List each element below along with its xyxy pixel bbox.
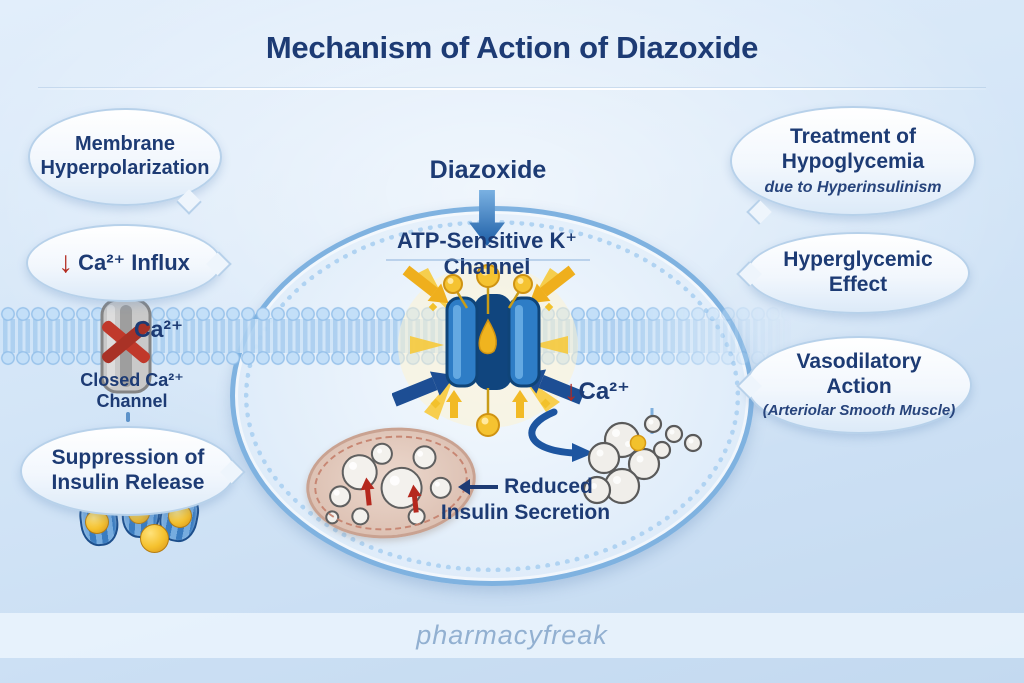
bubble-tail [746,199,772,225]
watermark-band: pharmacyfreak [0,613,1024,658]
bubble-tail [736,261,762,287]
bubble-sublabel: (Arteriolar Smooth Muscle) [762,401,956,419]
bubble-sublabel: due to Hyperinsulinism [764,178,942,196]
diazoxide-label: Diazoxide [429,156,547,184]
bubble-tail [176,189,202,215]
drug-inhibit-arrows-gold [402,265,576,304]
label-line-1: Reduced [504,475,593,498]
bubble-hyperglycemic-effect: Hyperglycemic Effect [736,232,970,314]
lipid-head-row-top [0,306,800,322]
katp-channel-label: ATP-Sensitive K⁺ Channel [397,228,577,279]
mini-up-arrow-icons [360,477,422,513]
closed-calcium-channel-icon [100,298,152,394]
left-arrow-icon [458,479,499,496]
label-underline [386,259,590,261]
ion-label: Ca²⁺ [578,378,630,405]
label-line-2: Insulin Secretion [440,501,611,525]
potassium-ion-icons [443,264,533,437]
katp-channel-icon [392,264,585,437]
bubble-label: Hyperglycemic Effect [783,248,933,296]
pouch-granules [325,442,452,526]
watermark-text: pharmacyfreak [416,620,608,650]
decrease-arrow-icon: ↓ [564,375,579,407]
bubble-tail [220,459,246,485]
bubble-ca-influx: ↓ Ca²⁺ Influx [26,224,232,302]
bubble-suppression-insulin-release: Suppression of Insulin Release [20,426,246,516]
insulin-granule-icon [629,434,647,452]
efflux-up-arrows [446,390,528,418]
bubble-label: Treatment of Hypoglycemia [781,125,925,173]
cross-icon [101,320,151,364]
curved-arrow-icon [528,408,594,462]
bubble-vasodilatory-action: Vasodilatory Action (Arteriolar Smooth M… [736,336,972,434]
bubble-membrane-hyperpolarization: Membrane Hyperpolarization [28,108,222,215]
bubble-label: Ca²⁺ Influx [78,250,190,276]
title-divider [38,88,986,90]
bubble-tail [206,251,232,277]
granule-cluster-icon [582,408,703,505]
ca-decrease-label: ↓ Ca²⁺ [564,377,630,406]
page-title: Mechanism of Action of Diazoxide [265,30,759,65]
potassium-ion-stems [454,284,522,416]
bubble-label: Suppression of Insulin Release [51,446,205,494]
droplet-icon [478,318,497,355]
bubble-label: Vasodilatory Action [796,350,922,398]
reduced-secretion-label: Reduced Insulin Secretion [438,474,613,527]
connector-dash [126,412,130,422]
secretory-pouch-icon [300,419,482,547]
bubble-label: Membrane Hyperpolarization [40,133,210,179]
decrease-arrow-icon: ↓ [58,246,74,279]
bubble-treatment-hypoglycemia: Treatment of Hypoglycemia due to Hyperin… [730,106,976,225]
membrane-ca-label: Ca²⁺ [134,316,184,342]
insulin-granule-icon [140,524,169,553]
closed-channel-label: Closed Ca²⁺ Channel [80,370,184,411]
